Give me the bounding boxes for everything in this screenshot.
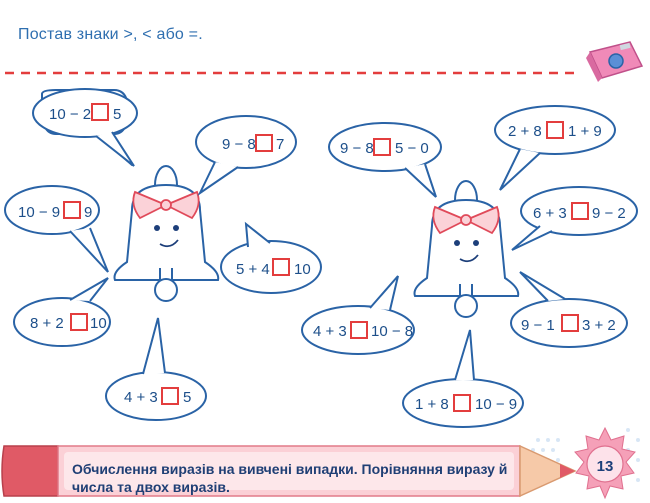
bubble-left-5: 8 + 2 10: [13, 277, 111, 347]
bubble-left-6: 4 + 3 5: [105, 317, 207, 421]
answer-box-right-6[interactable]: [453, 394, 471, 412]
bubble-right-1: 9 − 8 5 − 0: [328, 122, 442, 198]
bubble-right-5-left: 9 − 1: [521, 317, 555, 334]
bubble-right-1-right: 5 − 0: [395, 140, 429, 157]
bell-icon-left: [113, 165, 220, 302]
answer-box-left-4[interactable]: [272, 258, 290, 276]
bubble-right-6-left: 1 + 8: [415, 396, 449, 413]
answer-box-left-3[interactable]: [63, 201, 81, 219]
bubble-left-2: 9 − 8 7: [195, 115, 297, 196]
bubble-right-5-right: 3 + 2: [582, 317, 616, 334]
bubble-right-3-left: 6 + 3: [533, 205, 567, 222]
bubble-right-2-left: 2 + 8: [508, 123, 542, 140]
bubble-left-1-left: 10 − 2: [49, 106, 91, 123]
bubble-right-1-left: 9 − 8: [340, 140, 374, 157]
bubble-left-3-right: 9: [84, 204, 92, 221]
footer-topic: Обчислення виразів на вивчені випадки. П…: [72, 461, 508, 495]
bubble-right-2-right: 1 + 9: [568, 123, 602, 140]
bubble-right-5: 9 − 1 3 + 2: [510, 271, 628, 348]
instruction-text: Постав знаки >, < або =.: [18, 26, 203, 43]
answer-box-right-2[interactable]: [546, 121, 564, 139]
bubble-right-4-left: 4 + 3: [313, 323, 347, 340]
answer-box-right-4[interactable]: [350, 321, 368, 339]
bubble-right-3-right: 9 − 2: [592, 205, 626, 222]
bubble-left-4: 5 + 4 10: [220, 221, 322, 294]
bubble-left-2-left: 9 − 8: [222, 136, 256, 153]
bubble-left-2-right: 7: [276, 136, 284, 153]
bubble-left-4-right: 10: [294, 261, 311, 278]
answer-box-left-5[interactable]: [70, 313, 88, 331]
sharpener-icon: [586, 41, 644, 82]
page-number: 13: [596, 458, 614, 475]
answer-box-left-2[interactable]: [255, 134, 273, 152]
pencil-icon: [1, 444, 577, 498]
bubble-right-4-right: 10 − 8: [371, 323, 413, 340]
bubble-right-6-right: 10 − 9: [475, 396, 517, 413]
bubble-left-3: 10 − 9 9: [4, 185, 109, 273]
bubble-left-5-left: 8 + 2: [30, 315, 64, 332]
bell-icon-right: [413, 180, 520, 318]
answer-box-left-6[interactable]: [161, 387, 179, 405]
answer-box-right-1[interactable]: [373, 138, 391, 156]
bubble-left-5-right: 10: [90, 315, 107, 332]
sunburst-badge-icon: [574, 426, 636, 500]
answer-box-right-5[interactable]: [561, 314, 579, 332]
bubble-right-6: 1 + 8 10 − 9: [402, 329, 524, 428]
bubble-left-3-left: 10 − 9: [18, 204, 60, 221]
bubble-right-4: 4 + 3 10 − 8: [301, 275, 415, 355]
bubble-right-3: 6 + 3 9 − 2: [511, 186, 638, 251]
answer-box-right-3[interactable]: [571, 202, 589, 220]
answer-box-left-1[interactable]: [91, 103, 109, 121]
bubble-left-4-left: 5 + 4: [236, 261, 270, 278]
bubble-right-2: 2 + 8 1 + 9: [494, 105, 616, 191]
bubble-left-1: 10 − 2 5: [32, 88, 138, 167]
bubble-left-6-left: 4 + 3: [124, 389, 158, 406]
bubble-left-1-right: 5: [113, 106, 121, 123]
bubble-left-6-right: 5: [183, 389, 191, 406]
